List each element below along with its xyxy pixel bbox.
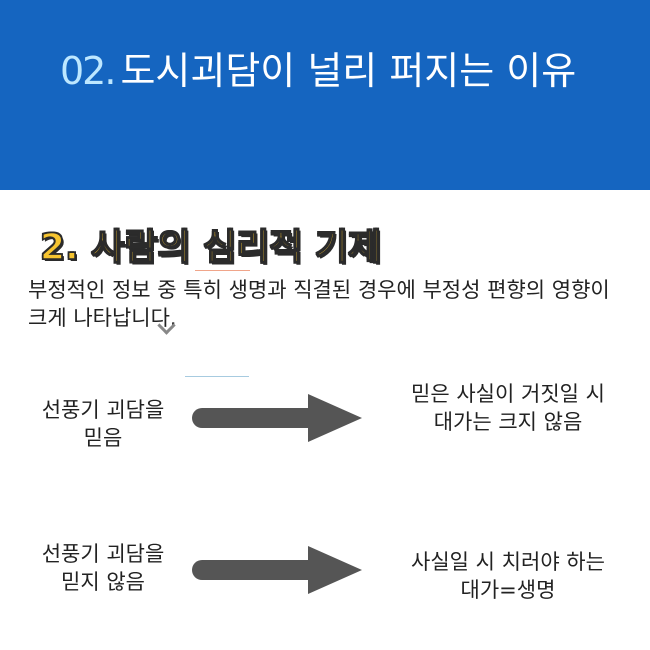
section-number: 02. (60, 49, 116, 93)
condition-line: 선풍기 괴담을 (41, 398, 165, 422)
section-heading: 2. 사람의 심리적 기제 (39, 226, 382, 269)
outcome-line: 대가는 크지 않음 (433, 410, 583, 434)
arrow-right-icon (192, 394, 362, 442)
condition-text: 선풍기 괴담을 믿지 않음 (18, 540, 188, 596)
page-title: 02.도시괴담이 널리 퍼지는 이유 (60, 46, 620, 96)
condition-line: 선풍기 괴담을 (41, 542, 165, 566)
outcome-text: 사실일 시 치러야 하는 대가=생명 (378, 548, 638, 604)
title-text: 도시괴담이 널리 퍼지는 이유 (120, 49, 577, 93)
arrow-right-icon (192, 546, 362, 594)
header-banner: 02.도시괴담이 널리 퍼지는 이유 (0, 0, 650, 190)
body-paragraph: 부정적인 정보 중 특히 생명과 직결된 경우에 부정성 편향의 영향이 크게 … (28, 278, 610, 330)
condition-line: 믿지 않음 (61, 570, 145, 594)
outcome-line: 믿은 사실이 거짓일 시 (411, 382, 605, 406)
outcome-line: 사실일 시 치러야 하는 (411, 550, 605, 574)
selection-guide-line (195, 270, 250, 271)
selection-guide-line (185, 376, 249, 377)
outcome-text: 믿은 사실이 거짓일 시 대가는 크지 않음 (378, 380, 638, 436)
condition-text: 선풍기 괴담을 믿음 (18, 396, 188, 452)
condition-line: 믿음 (83, 426, 123, 450)
outcome-line: 대가=생명 (460, 578, 556, 602)
